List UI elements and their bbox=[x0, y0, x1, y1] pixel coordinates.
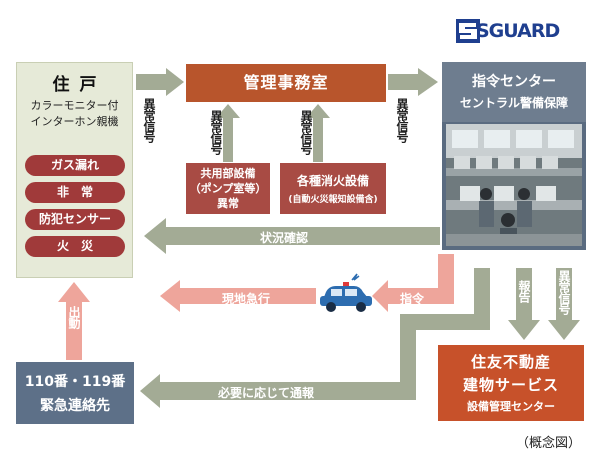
label-abnormal-signal-4: 異常信号 bbox=[395, 98, 409, 142]
arrow-report bbox=[508, 268, 540, 340]
resident-title: 住戸 bbox=[52, 75, 107, 95]
label-abnormal-signal-1: 異常信号 bbox=[142, 98, 156, 142]
logo-text: SGUARD bbox=[476, 20, 560, 42]
arrow-abnormal-sumitomo bbox=[548, 268, 580, 340]
fire-equipment-box: 各種消火設備 (自動火災報知設備含) bbox=[280, 163, 386, 214]
resident-box: 住戸 カラーモニター付 インターホン親機 ガス漏れ 非 常 防犯センサー 火 災 bbox=[16, 62, 133, 278]
label-rush-to-site: 現地急行 bbox=[222, 292, 271, 306]
arrow-notify bbox=[140, 268, 490, 408]
arrow-resident-to-office bbox=[136, 68, 184, 96]
label-status-check: 状況確認 bbox=[260, 231, 309, 245]
arrow-dispatch bbox=[58, 282, 90, 360]
label-report: 報告 bbox=[517, 280, 531, 302]
common-facility-box: 共用部設備 （ポンプ室等） 異常 bbox=[186, 163, 270, 214]
arrow-fire-to-office bbox=[306, 104, 330, 162]
patrol-car-icon bbox=[320, 273, 372, 312]
common-facility-line3: 異常 bbox=[217, 197, 239, 210]
label-dispatch: 出動 bbox=[67, 306, 81, 328]
control-room-photo bbox=[446, 124, 582, 246]
command-center-title: 指令センター bbox=[472, 74, 556, 90]
arrow-rush-to-site bbox=[160, 280, 316, 312]
label-abnormal-signal-5: 異常信号 bbox=[557, 270, 571, 314]
command-center-subtitle: セントラル警備保障 bbox=[459, 96, 568, 110]
label-notify-if-needed: 必要に応じて通報 bbox=[218, 386, 315, 400]
management-office-box: 管理事務室 bbox=[186, 64, 386, 102]
alert-security-sensor: 防犯センサー bbox=[25, 209, 125, 230]
sguard-logo: SGUARD bbox=[456, 16, 578, 46]
common-facility-line1: 共用部設備 bbox=[200, 167, 256, 180]
arrow-office-to-center bbox=[388, 68, 438, 96]
alert-fire: 火 災 bbox=[25, 236, 125, 257]
sumitomo-line3: 設備管理センター bbox=[467, 400, 555, 413]
sumitomo-line1: 住友不動産 bbox=[470, 353, 551, 371]
label-command: 指令 bbox=[400, 292, 425, 306]
fire-equipment-line2: (自動火災報知設備含) bbox=[288, 195, 378, 205]
arrow-common-to-office bbox=[216, 104, 240, 162]
label-abnormal-signal-3: 異常信号 bbox=[299, 110, 313, 154]
emergency-line2: 緊急連絡先 bbox=[40, 398, 110, 414]
fire-equipment-line1: 各種消火設備 bbox=[296, 174, 369, 188]
sumitomo-building-service-box: 住友不動産 建物サービス 設備管理センター bbox=[438, 345, 584, 421]
emergency-line1: 110番・119番 bbox=[24, 374, 126, 390]
resident-subtitle-line2: インターホン親機 bbox=[30, 115, 119, 128]
arrow-command bbox=[372, 254, 454, 312]
alert-gas-leak: ガス漏れ bbox=[25, 155, 125, 176]
label-abnormal-signal-2: 異常信号 bbox=[209, 110, 223, 154]
emergency-contact-box: 110番・119番 緊急連絡先 bbox=[16, 362, 134, 424]
common-facility-line2: （ポンプ室等） bbox=[189, 182, 267, 195]
diagram-caption: （概念図） bbox=[516, 436, 582, 451]
alert-emergency: 非 常 bbox=[25, 182, 125, 203]
arrow-status-check bbox=[144, 218, 440, 254]
sumitomo-line2: 建物サービス bbox=[462, 376, 559, 394]
command-center-box: 指令センター セントラル警備保障 bbox=[442, 62, 586, 250]
resident-subtitle-line1: カラーモニター付 bbox=[30, 99, 119, 112]
command-center-header: 指令センター セントラル警備保障 bbox=[442, 62, 586, 122]
